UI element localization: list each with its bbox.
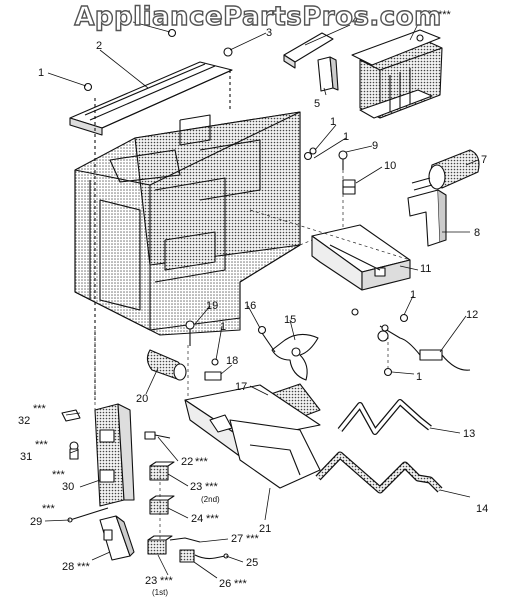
callout-1: 1 bbox=[343, 131, 349, 143]
callout-1: 1 bbox=[330, 116, 336, 128]
callout-18: 18 bbox=[226, 355, 238, 367]
part-32-key bbox=[61, 409, 81, 422]
part-13-seal bbox=[337, 399, 432, 435]
part-switch-bracket bbox=[94, 403, 135, 507]
callout-2: 2 bbox=[96, 40, 102, 52]
callout-26: 26 bbox=[219, 578, 231, 590]
callout-1: 1 bbox=[220, 321, 226, 333]
part-26-switch bbox=[179, 549, 195, 563]
callout-21: 21 bbox=[259, 523, 271, 535]
part-thermal-cutout bbox=[379, 324, 471, 371]
callout-31-stars: *** bbox=[35, 439, 49, 451]
callout-13: 13 bbox=[463, 428, 475, 440]
callout-12: 12 bbox=[466, 309, 478, 321]
callout-4: 4 bbox=[352, 15, 358, 27]
callout-32-stars: *** bbox=[33, 403, 47, 415]
callout-29: 29 bbox=[30, 516, 42, 528]
callout-1: 1 bbox=[126, 9, 132, 21]
callout-23: 23 bbox=[190, 481, 202, 493]
part-fan-blade bbox=[271, 333, 319, 381]
callout-15: 15 bbox=[284, 314, 296, 326]
callout-20: 20 bbox=[136, 393, 148, 405]
part-cabinet bbox=[74, 70, 301, 400]
callout-6-stars: *** bbox=[438, 9, 452, 21]
callout-22: 22 bbox=[181, 456, 193, 468]
callout-29-stars: *** bbox=[42, 503, 56, 515]
callout-26-stars: *** bbox=[234, 578, 248, 590]
callout-16: 16 bbox=[244, 300, 256, 312]
part-23-switch-2nd bbox=[149, 461, 175, 481]
part-20-relay bbox=[146, 349, 187, 381]
callout-28-stars: *** bbox=[77, 561, 91, 573]
callout-14: 14 bbox=[476, 503, 488, 515]
callout-31: 31 bbox=[20, 451, 32, 463]
part-27-lever bbox=[169, 537, 201, 543]
part-capacitor bbox=[411, 149, 480, 191]
callout-28: 28 bbox=[62, 561, 74, 573]
part-capacitor-bracket bbox=[407, 189, 447, 247]
part-24-switch bbox=[149, 495, 175, 515]
part-lower-bracket bbox=[184, 384, 321, 489]
callout-23-stars: *** bbox=[205, 481, 219, 493]
callout-23-stars: *** bbox=[160, 575, 174, 587]
callout-10: 10 bbox=[384, 160, 396, 172]
callout-23: 23 bbox=[145, 575, 157, 587]
assembly-lines bbox=[94, 170, 411, 540]
callout-24: 24 bbox=[191, 513, 203, 525]
callout-7: 7 bbox=[481, 154, 487, 166]
part-base-plate bbox=[311, 224, 411, 291]
callouts: 1 1 2 3 4 5 6 *** 1 1 7 9 10 8 11 1 12 1… bbox=[18, 9, 488, 597]
part-16-screw bbox=[257, 325, 276, 353]
callout-27-stars: *** bbox=[246, 533, 260, 545]
callout-1: 1 bbox=[38, 67, 44, 79]
callout-22-stars: *** bbox=[195, 456, 209, 468]
callout-27: 27 bbox=[231, 533, 243, 545]
callout-24-stars: *** bbox=[206, 513, 220, 525]
callout-30-stars: *** bbox=[52, 469, 66, 481]
part-22-screw bbox=[144, 431, 171, 440]
callout-19: 19 bbox=[206, 300, 218, 312]
part-14-seal bbox=[315, 451, 443, 494]
callout-23-subtitle: (2nd) bbox=[201, 495, 220, 504]
part-magnetron bbox=[351, 29, 443, 119]
callout-3: 3 bbox=[266, 27, 272, 39]
part-25-wire bbox=[194, 553, 229, 560]
part-19-screw bbox=[185, 320, 195, 346]
screw-icon bbox=[83, 28, 409, 377]
part-10-clip bbox=[342, 179, 356, 195]
callout-9: 9 bbox=[372, 140, 378, 152]
callout-6: 6 bbox=[426, 9, 432, 21]
callout-11: 11 bbox=[420, 263, 431, 275]
callout-8: 8 bbox=[474, 227, 480, 239]
callout-1: 1 bbox=[410, 289, 416, 301]
part-top-rail bbox=[69, 61, 233, 136]
callout-25: 25 bbox=[246, 557, 258, 569]
part-31-key bbox=[69, 441, 79, 460]
callout-32: 32 bbox=[18, 415, 30, 427]
callout-1: 1 bbox=[416, 371, 422, 383]
callout-23-subtitle: (1st) bbox=[152, 588, 168, 597]
part-18-clip bbox=[204, 371, 222, 381]
part-28-bracket bbox=[99, 515, 135, 561]
callout-5: 5 bbox=[314, 98, 320, 110]
part-4-bar bbox=[283, 32, 334, 69]
callout-30: 30 bbox=[62, 481, 74, 493]
leader-lines bbox=[44, 19, 479, 579]
part-5-block bbox=[317, 56, 339, 92]
part-9-screw bbox=[338, 150, 348, 170]
callout-17: 17 bbox=[235, 381, 247, 393]
